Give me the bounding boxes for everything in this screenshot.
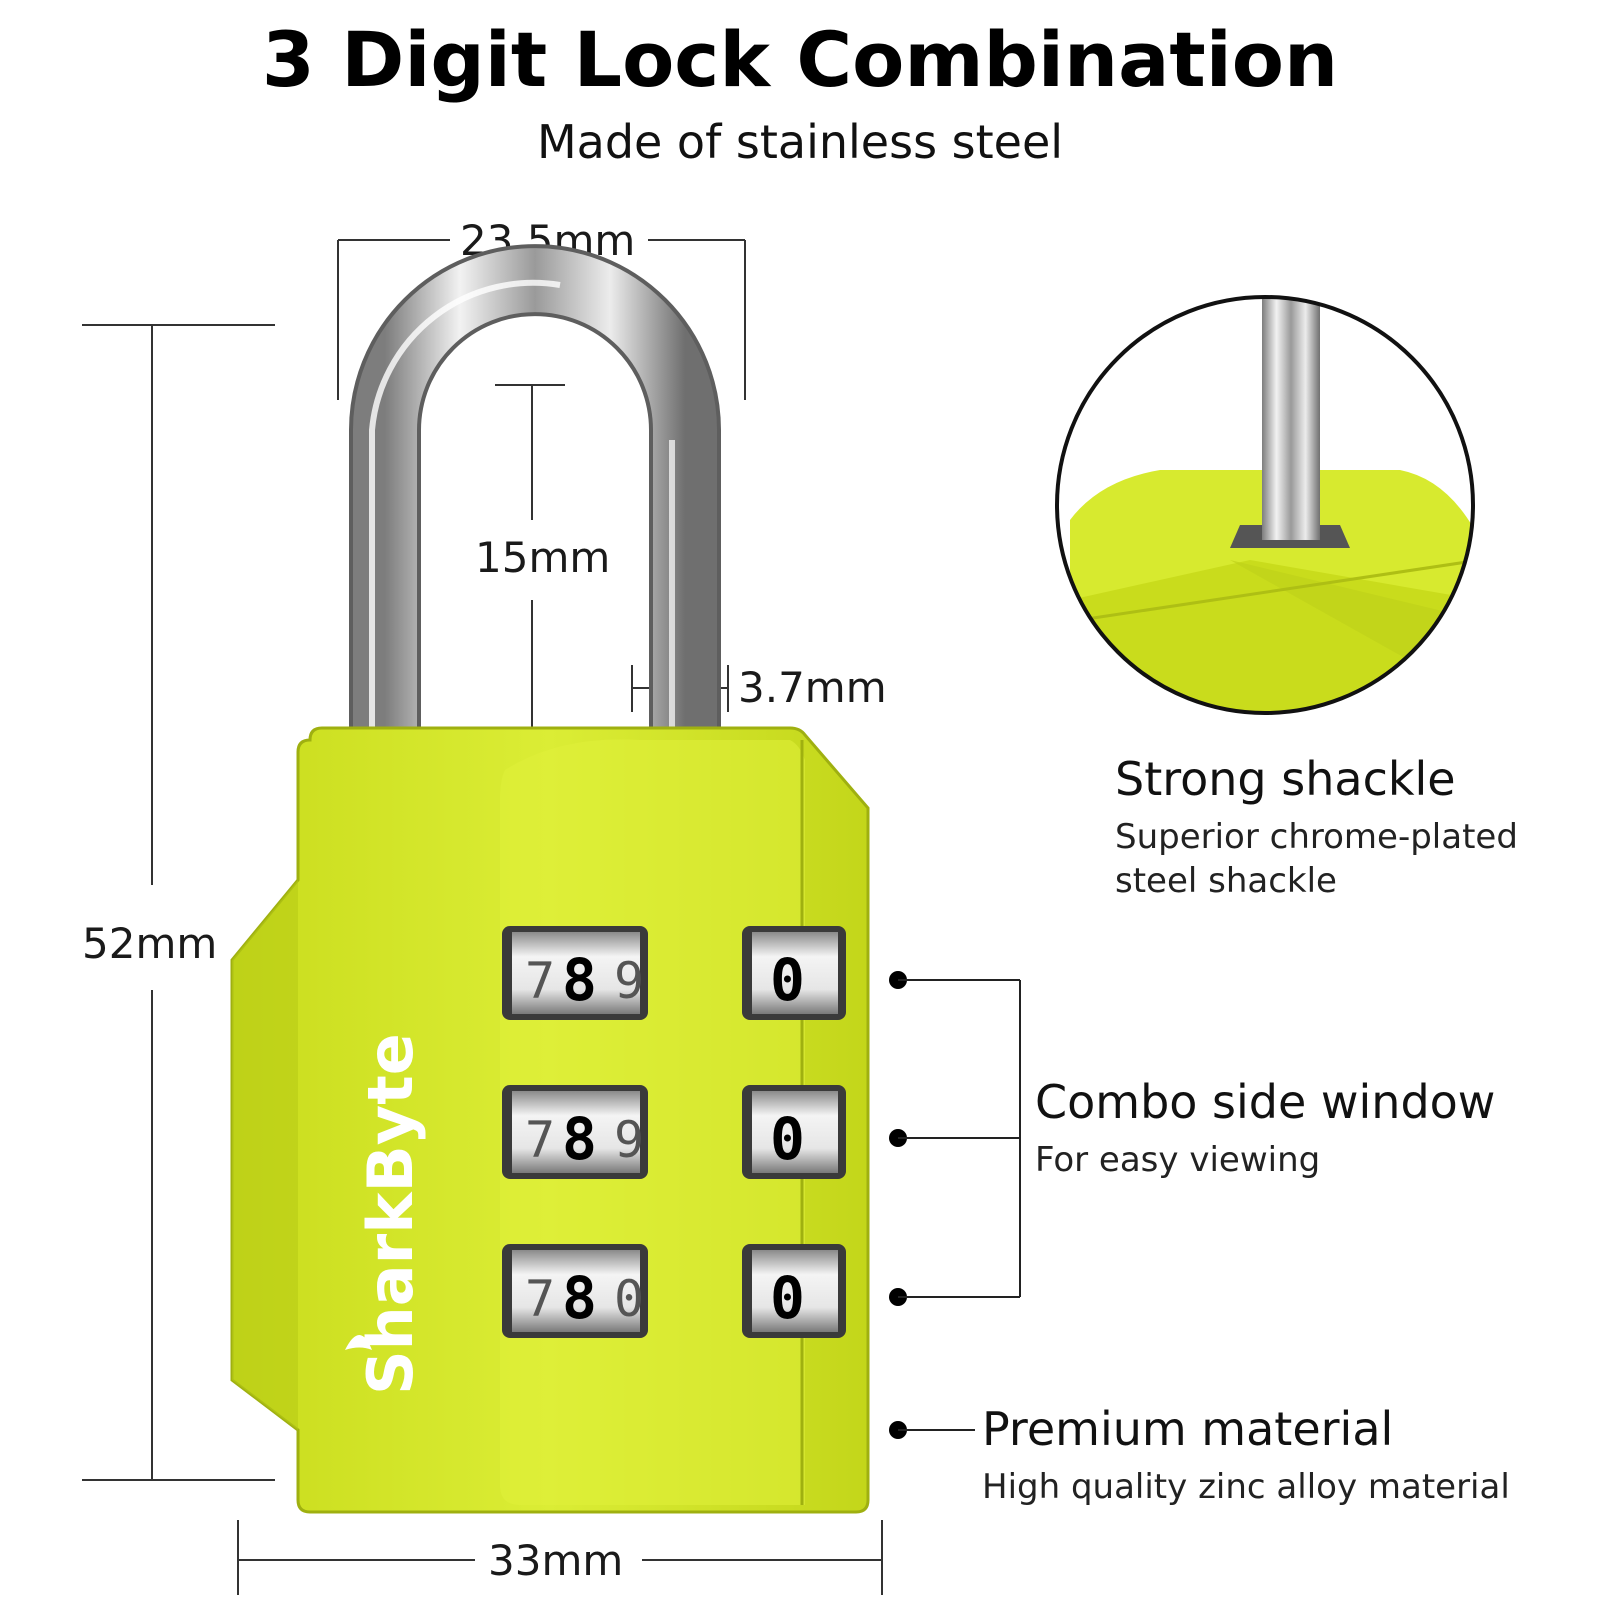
feature-strong-shackle-desc-1: Superior chrome-plated xyxy=(1115,817,1518,857)
dial-row-1[interactable]: 7 8 9 0 xyxy=(502,926,846,1020)
page-subtitle: Made of stainless steel xyxy=(536,115,1064,169)
feature-premium-material-title: Premium material xyxy=(982,1402,1394,1456)
dial-digit-right: 0 xyxy=(614,1270,644,1328)
dim-total-height: 52mm xyxy=(82,919,217,968)
dial-digit-left: 7 xyxy=(525,1270,555,1328)
shark-fin-icon xyxy=(345,1335,372,1350)
callout-connectors xyxy=(889,971,1021,1439)
dial-row-3[interactable]: 7 8 0 0 xyxy=(502,1244,846,1338)
dial-digit-left: 7 xyxy=(525,1111,555,1169)
dial-digit-center: 8 xyxy=(562,1264,597,1332)
dial-digit-right: 9 xyxy=(614,1111,644,1169)
dial-row-2[interactable]: 7 8 9 0 xyxy=(502,1085,846,1179)
feature-strong-shackle-title: Strong shackle xyxy=(1115,752,1456,806)
shackle-closeup xyxy=(1055,295,1475,715)
dimension-lines xyxy=(82,239,883,1595)
page-title: 3 Digit Lock Combination xyxy=(261,15,1339,104)
side-window-digit: 0 xyxy=(770,946,805,1014)
dim-shackle-clearance: 15mm xyxy=(475,533,610,582)
dial-digit-center: 8 xyxy=(562,1105,597,1173)
dim-shackle-diameter: 3.7mm xyxy=(738,663,887,712)
feature-combo-window-desc: For easy viewing xyxy=(1035,1140,1321,1180)
brand-logo-text: SharkByte xyxy=(354,1033,427,1395)
shackle xyxy=(349,244,721,760)
feature-premium-material-desc: High quality zinc alloy material xyxy=(982,1467,1510,1507)
dial-digit-left: 7 xyxy=(525,952,555,1010)
dial-digit-right: 9 xyxy=(614,952,644,1010)
side-window-digit: 0 xyxy=(770,1264,805,1332)
dim-body-width: 33mm xyxy=(488,1536,623,1585)
feature-strong-shackle-desc-2: steel shackle xyxy=(1115,861,1337,901)
side-window-digit: 0 xyxy=(770,1105,805,1173)
feature-combo-window-title: Combo side window xyxy=(1035,1075,1496,1129)
dial-digit-center: 8 xyxy=(562,946,597,1014)
